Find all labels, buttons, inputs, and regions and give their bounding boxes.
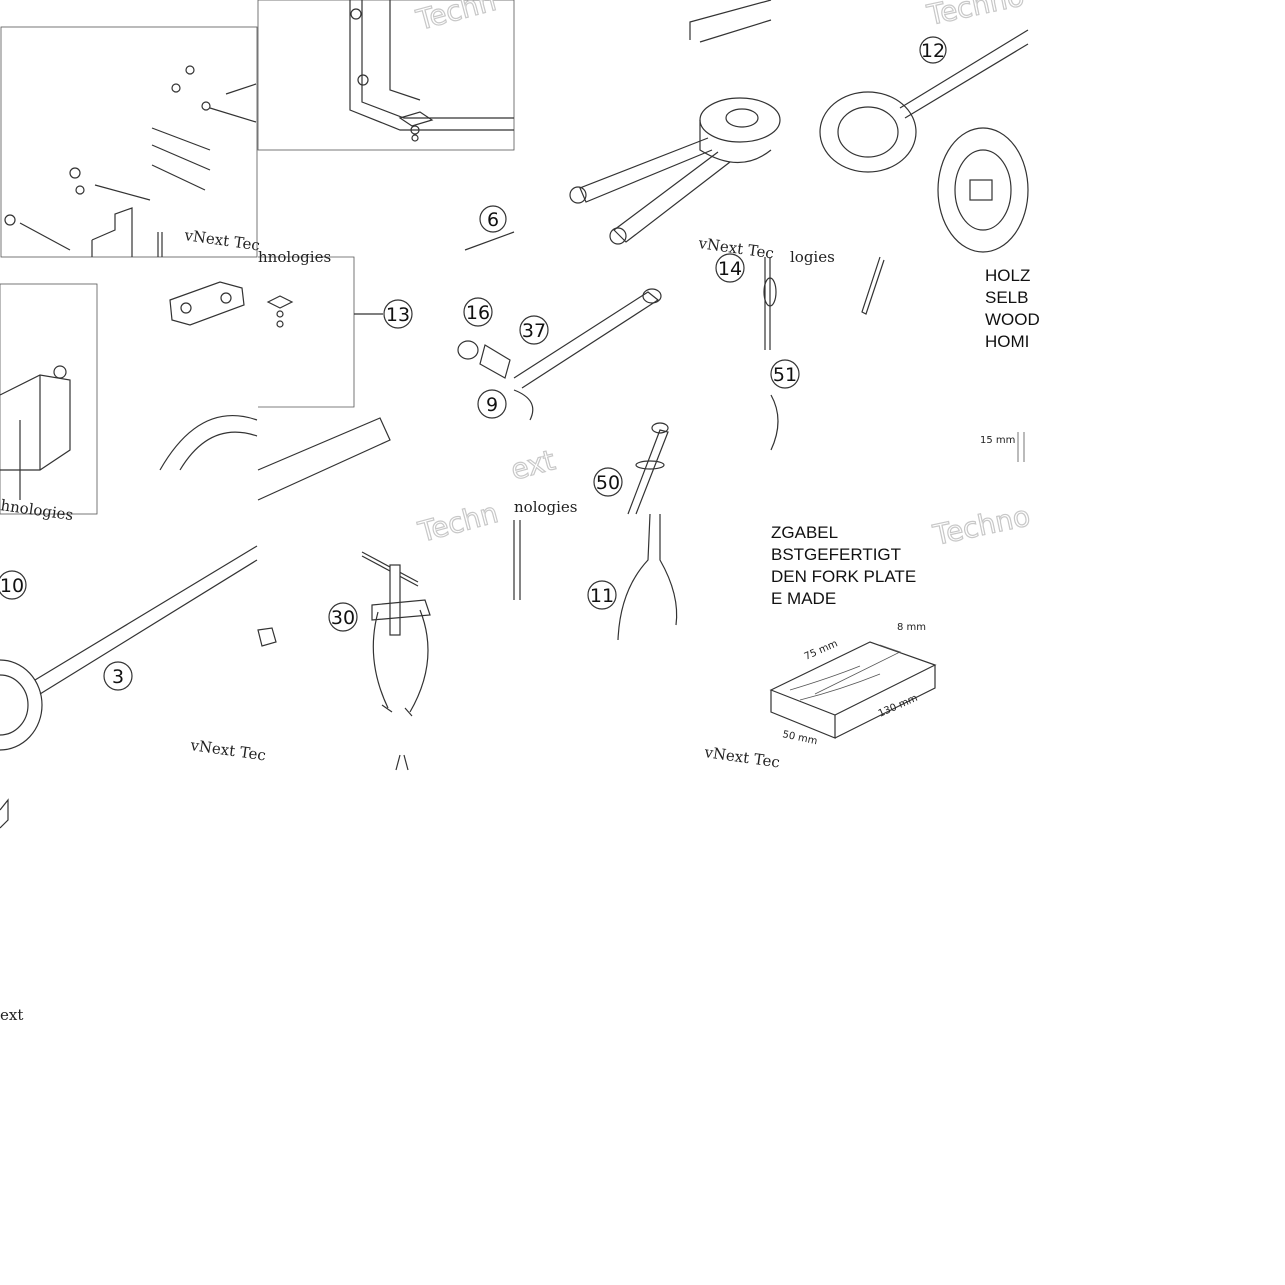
watermark-vnext: vNext Tec [182, 226, 261, 255]
watermark-fragment: ext [0, 1006, 23, 1024]
watermark-technologies: Techno [924, 0, 1027, 32]
ring-wrench-illustration: 10 3 vNext Tec [0, 545, 277, 829]
callout-circle-12 [919, 36, 947, 64]
callout-circle-11 [587, 580, 617, 610]
bearing-puller-illustration: vNext Tec [569, 0, 781, 263]
fork-plate-top-line1: HOLZ [985, 266, 1030, 285]
callout-label-51: 51 [773, 364, 797, 386]
stand-detail-illustration: hnologies [0, 281, 258, 524]
frame-stand-illustration: Techn 6 [257, 0, 515, 251]
wedge-tool-illustration: 13 hnologies [257, 248, 413, 501]
holding-wrench-illustration: Techno 12 [819, 0, 1029, 253]
pin-tool-illustration: 14 51 logies [715, 248, 885, 451]
callout-label-16: 16 [466, 302, 490, 324]
callout-label-50: 50 [596, 472, 620, 494]
fork-plate-top-line4: HOMI [985, 332, 1029, 351]
dimension-8mm: 8 mm [897, 622, 926, 633]
watermark-technologies: ext [507, 443, 558, 486]
watermark-technologies: hnologies [0, 496, 74, 524]
fork-plate-top-line2: SELB [985, 288, 1028, 307]
callout-circle-16 [463, 297, 493, 327]
fork-plate-bottom-line3: DEN FORK PLATE [771, 567, 916, 586]
callout-circle-51 [770, 359, 800, 389]
callout-label-37: 37 [522, 320, 546, 342]
watermark-technologies: Techn [412, 0, 499, 37]
callout-label-11: 11 [590, 585, 614, 607]
dimension-130mm: 130 mm [877, 693, 920, 720]
watermark-vnext: vNext Tec [188, 736, 267, 765]
callout-circle-37 [519, 315, 549, 345]
fork-plate-bottom-line1: ZGABEL [771, 523, 838, 542]
watermark-technologies: Techn [414, 496, 501, 549]
circlip-pliers-illustration: 11 vNext Tec [513, 513, 781, 772]
callout-label-13: 13 [386, 304, 410, 326]
watermark-technologies: nologies [514, 498, 578, 516]
callout-label-6: 6 [487, 209, 499, 231]
watermark-vnext: vNext Tec [702, 743, 781, 772]
watermark-technologies: hnologies [258, 248, 331, 266]
bolt-kit-illustration: vNext Tec [0, 26, 261, 258]
callout-circle-6 [479, 205, 507, 233]
callout-label-12: 12 [921, 40, 945, 62]
fork-plate-bottom-line4: E MADE [771, 589, 836, 608]
fork-plate-top-line3: WOOD [985, 310, 1040, 329]
fork-plate-label-top: HOLZ SELB WOOD HOMI 15 mm [980, 266, 1040, 462]
watermark-technologies: logies [790, 248, 835, 266]
three-jaw-puller-illustration: 30 Techn [328, 495, 502, 771]
callout-circle-14 [715, 253, 745, 283]
callout-label-10: 10 [0, 575, 24, 597]
callout-label-30: 30 [331, 607, 355, 629]
callout-label-14: 14 [718, 258, 742, 280]
bushing-and-bolt-illustration: 16 37 9 50 ext nologies [457, 288, 669, 516]
callout-circle-30 [328, 602, 358, 632]
watermark-fragments: ext [0, 1006, 23, 1024]
callout-circle-13 [383, 299, 413, 329]
callout-label-9: 9 [486, 394, 498, 416]
callout-circle-3 [103, 661, 133, 691]
callout-label-3: 3 [112, 666, 124, 688]
dimension-50mm: 50 mm [781, 729, 818, 747]
callout-circle-50 [593, 467, 623, 497]
callout-circle-10 [0, 570, 27, 600]
dimension-15mm: 15 mm [980, 435, 1015, 446]
wooden-fork-plate-illustration: ZGABEL BSTGEFERTIGT DEN FORK PLATE E MAD… [769, 499, 1034, 747]
callout-circle-9 [477, 389, 507, 419]
fork-plate-bottom-line2: BSTGEFERTIGT [771, 545, 901, 564]
watermark-technologies: Techno [930, 499, 1033, 552]
